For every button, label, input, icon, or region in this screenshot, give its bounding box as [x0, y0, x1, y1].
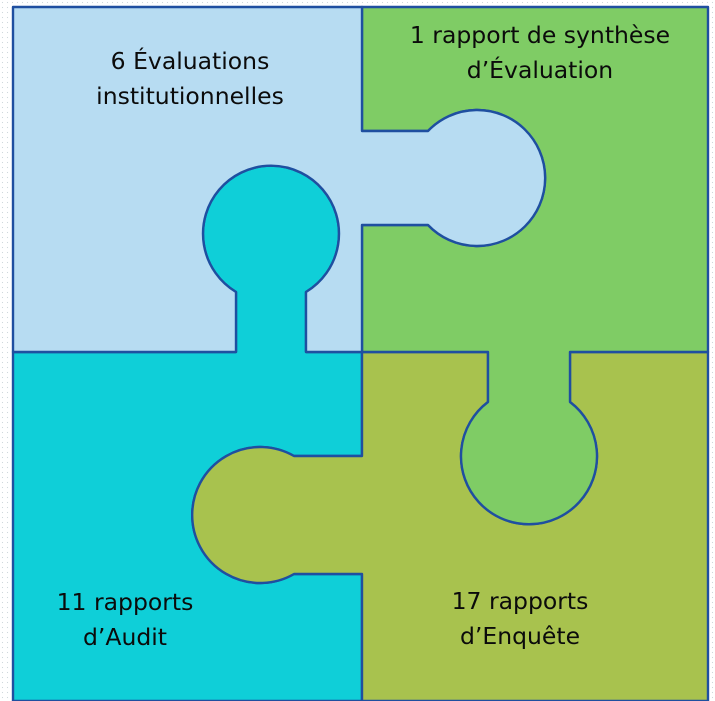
puzzle-piece-top-left [11, 5, 547, 354]
piece-label-line: 6 Évaluations [110, 47, 270, 75]
piece-label-top-right: 1 rapport de synthèse d’Évaluation [372, 18, 708, 88]
piece-label-line: d’Audit [82, 623, 168, 651]
piece-label-bottom-right: 17 rapports d’Enquête [395, 584, 645, 654]
piece-label-line: 17 rapports [451, 587, 589, 615]
piece-label-line: institutionnelles [96, 82, 284, 110]
piece-label-line: 11 rapports [56, 588, 194, 616]
piece-label-line: d’Évaluation [466, 56, 614, 84]
piece-label-line: 1 rapport de synthèse [409, 21, 671, 49]
piece-label-bottom-left: 11 rapports d’Audit [20, 585, 230, 655]
piece-label-top-left: 6 Évaluations institutionnelles [40, 44, 340, 114]
piece-label-line: d’Enquête [459, 622, 581, 650]
